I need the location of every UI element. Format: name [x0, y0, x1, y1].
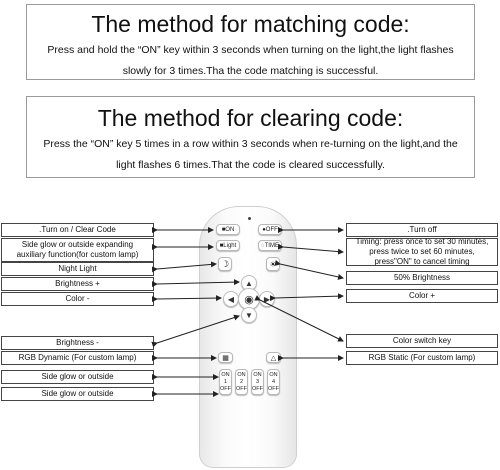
- label-color-minus: Color -: [1, 292, 154, 306]
- clearing-code-box: The method for clearing code: Press the …: [26, 96, 475, 178]
- arrow-color-switch: [254, 295, 344, 342]
- group-2-on: ON: [237, 371, 246, 378]
- arrow-left-icon: ◀: [227, 294, 235, 304]
- arrow-brightness-plus: [151, 279, 240, 288]
- label-half-brightness: 50% Brightness: [346, 271, 498, 285]
- moon-icon: ☽: [220, 258, 230, 269]
- color-minus-button[interactable]: ◀: [223, 291, 239, 307]
- rgb-dynamic-button[interactable]: ▦: [218, 352, 233, 363]
- group-2-button[interactable]: ON 2 OFF: [235, 369, 248, 395]
- group-3-num: 3: [255, 378, 260, 385]
- label-timing-line2: press twice to set 60 minutes,: [369, 247, 475, 256]
- group-2-num: 2: [239, 378, 244, 385]
- group-4-button[interactable]: ON 4 OFF: [267, 369, 280, 395]
- clearing-code-title: The method for clearing code:: [97, 105, 404, 131]
- arrow-color-plus: [269, 293, 344, 302]
- label-turn-off: .Turn off: [346, 223, 498, 237]
- clearing-code-line2: light flashes 6 times.That the code is c…: [116, 159, 385, 171]
- matching-code-line2: slowly for 3 times.Tha the code matching…: [122, 65, 379, 77]
- rgb-dynamic-icon: ▦: [222, 354, 229, 362]
- label-side-glow-line1: Side glow or outside expanding: [21, 240, 134, 249]
- brightness-down-button[interactable]: ▼: [241, 307, 257, 323]
- group-3-off: OFF: [252, 385, 263, 392]
- group-4-num: 4: [271, 378, 276, 385]
- rgb-static-icon: △: [270, 354, 277, 362]
- arrow-night-light: [151, 261, 217, 273]
- label-turn-on: .Turn on / Clear Code: [1, 223, 154, 237]
- group-1-on: ON: [221, 371, 230, 378]
- indicator-led: [248, 217, 251, 220]
- light-button[interactable]: ■Light: [216, 240, 240, 251]
- group-1-button[interactable]: ON 1 OFF: [219, 369, 232, 395]
- arrow-half-brightness: [274, 259, 344, 280]
- group-4-off: OFF: [268, 385, 279, 392]
- half-brightness-icon: ☀: [269, 259, 277, 269]
- arrow-brightness-minus: [151, 314, 240, 348]
- group-3-button[interactable]: ON 3 OFF: [251, 369, 264, 395]
- arrow-timing: [277, 243, 344, 255]
- label-side-glow-line2: auxiliary function(for custom lamp): [16, 250, 139, 259]
- color-switch-icon: ◉: [244, 293, 254, 306]
- group-4-on: ON: [269, 371, 278, 378]
- label-side-glow-expanding: Side glow or outside expanding auxiliary…: [1, 238, 154, 262]
- group-1-num: 1: [223, 378, 228, 385]
- group-3-on: ON: [253, 371, 262, 378]
- label-color-switch: Color switch key: [346, 334, 498, 348]
- arrow-down-icon: ▼: [245, 310, 253, 320]
- group-2-off: OFF: [236, 385, 247, 392]
- label-side-glow-1: Side glow or outside: [1, 370, 154, 384]
- matching-code-box: The method for matching code: Press and …: [26, 4, 475, 80]
- label-color-plus: Color +: [346, 289, 498, 303]
- label-timing: Timing: press once to set 30 minutes, pr…: [346, 237, 498, 266]
- label-timing-line3: press"ON" to cancel timing: [374, 257, 470, 266]
- label-timing-line1: Timing: press once to set 30 minutes,: [355, 237, 489, 246]
- arrow-up-icon: ▲: [245, 278, 253, 288]
- clearing-code-line1: Press the “ON” key 5 times in a row with…: [43, 138, 458, 150]
- matching-code-line1: Press and hold the “ON” key within 3 sec…: [47, 44, 454, 56]
- label-brightness-plus: Brightness +: [1, 277, 154, 291]
- label-rgb-static: RGB Static (For custom lamp): [346, 351, 498, 365]
- label-rgb-dynamic: RGB Dynamic (For custom lamp): [1, 351, 154, 365]
- on-button[interactable]: ■ON: [216, 224, 240, 235]
- label-night-light: Night Light: [1, 262, 154, 276]
- group-1-off: OFF: [220, 385, 231, 392]
- night-light-button[interactable]: ☽: [218, 257, 232, 271]
- arrow-color-minus: [151, 295, 222, 303]
- matching-code-title: The method for matching code:: [91, 11, 410, 37]
